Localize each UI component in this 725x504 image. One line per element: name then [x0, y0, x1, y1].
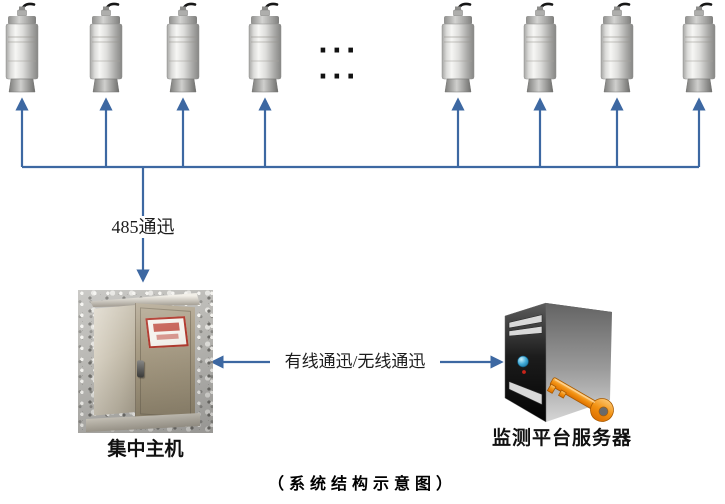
sensor-icon-1 — [2, 1, 42, 95]
sensor-icon-5 — [438, 1, 478, 95]
sensor-icon-2 — [86, 1, 126, 95]
photo-shading — [78, 290, 213, 433]
sensor-icon-7 — [597, 1, 637, 95]
sensor-icon-8 — [679, 1, 719, 95]
server-icon — [495, 296, 645, 428]
server-label: 监测平台服务器 — [491, 428, 632, 449]
sensor-icon-6 — [520, 1, 560, 95]
sensor-icon-4 — [245, 1, 285, 95]
bus-label: 485通迅 — [103, 216, 183, 238]
power-button-icon — [517, 355, 529, 368]
host-cabinet-photo — [78, 290, 213, 433]
status-led-icon — [522, 370, 526, 374]
link-label: 有线通迅/无线通迅 — [270, 350, 440, 373]
ellipsis-dots: ··· ··· — [318, 36, 360, 92]
sensor-icon-3 — [163, 1, 203, 95]
key-icon — [546, 377, 614, 422]
host-label: 集中主机 — [107, 439, 184, 460]
diagram-caption: （系统结构示意图） — [267, 476, 457, 493]
